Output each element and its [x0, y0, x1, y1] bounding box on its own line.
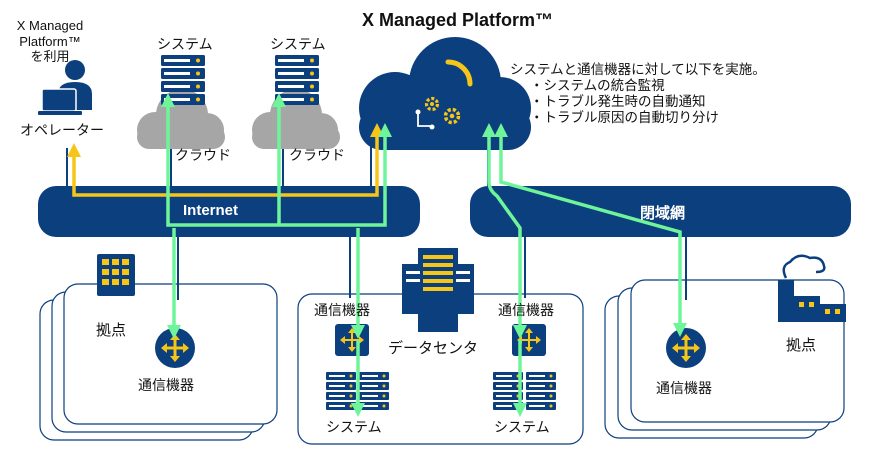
- dc-system-left-label: システム: [326, 420, 382, 436]
- page-title: X Managed Platform™: [362, 10, 554, 30]
- cloud-left-label: クラウド: [175, 148, 231, 164]
- datacenter-label: データセンタ: [388, 339, 479, 357]
- datacenter-building-icon: [402, 248, 474, 332]
- cloud-right-label: クラウド: [289, 148, 345, 164]
- site-left-label: 拠点: [96, 321, 127, 339]
- description-item: ・システムの統合監視: [530, 78, 665, 94]
- site-left-router-icon: [155, 328, 195, 368]
- dc-router-right-icon: [512, 324, 546, 356]
- xmp-gear-icon: [415, 59, 473, 130]
- dc-router-left-icon: [335, 324, 369, 356]
- dc-system-right-label: システム: [494, 420, 550, 436]
- cloud-right-server-icon: [275, 55, 319, 105]
- cloud-right-system-label: システム: [270, 37, 326, 53]
- operator-caption: X Managed Platform™ を利用: [4, 18, 96, 65]
- closed-network-label: 閉域網: [640, 205, 686, 222]
- site-left-device-label: 通信機器: [138, 378, 194, 394]
- operator-icon: [38, 60, 92, 115]
- cloud-left-server-icon: [161, 55, 205, 105]
- internet-label: Internet: [183, 202, 239, 219]
- notify-arrow: [67, 123, 384, 197]
- cloud-left-system-label: システム: [157, 37, 213, 53]
- dc-device-left-label: 通信機器: [314, 303, 370, 319]
- monitoring-arrows: [161, 93, 687, 417]
- description-heading: システムと通信機器に対して以下を実施。: [510, 62, 766, 78]
- operator-line-3: を利用: [30, 49, 70, 64]
- description-item: ・トラブル原因の自動切り分け: [530, 110, 719, 126]
- building-icon: [97, 254, 135, 296]
- operator-line-1: X Managed: [16, 18, 84, 33]
- factory-icon: [778, 254, 846, 322]
- site-right-device-label: 通信機器: [656, 381, 712, 397]
- operator-line-2: Platform™: [19, 33, 81, 49]
- dc-device-right-label: 通信機器: [498, 303, 554, 319]
- site-left-stack: [39, 283, 278, 441]
- site-right-label: 拠点: [786, 336, 817, 354]
- description: システムと通信機器に対して以下を実施。 ・システムの統合監視 ・トラブル発生時の…: [510, 62, 766, 126]
- description-item: ・トラブル発生時の自動通知: [530, 94, 706, 110]
- operator-label: オペレーター: [20, 123, 104, 139]
- site-right-router-icon: [666, 328, 706, 368]
